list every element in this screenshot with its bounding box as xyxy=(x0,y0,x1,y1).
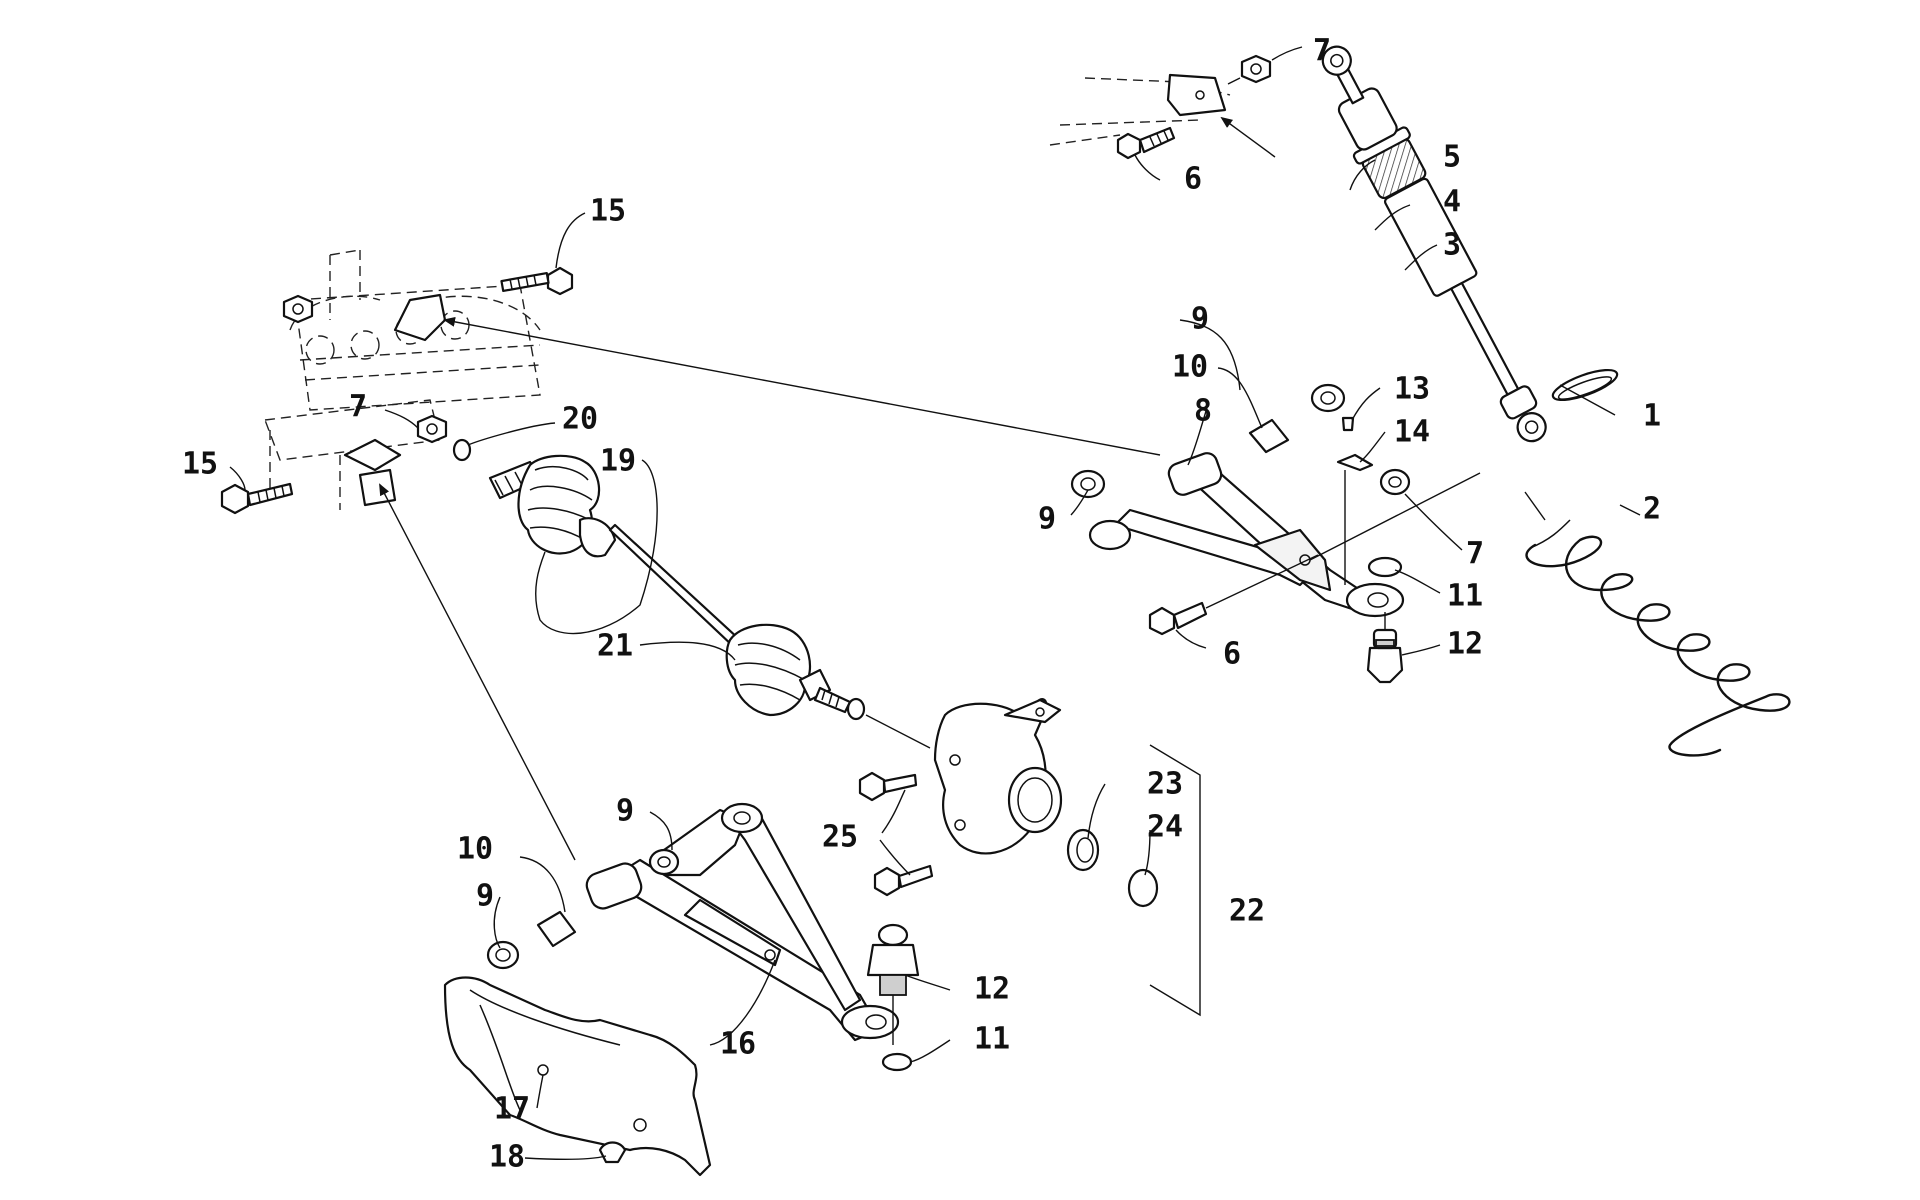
lower-ball-joint xyxy=(866,923,920,1045)
callout-18: 18 xyxy=(489,1140,525,1175)
lower-snap-ring xyxy=(881,1052,913,1072)
leader-lines xyxy=(229,46,1641,1161)
upper-arm-bushings xyxy=(1070,383,1411,499)
frame-mount-left xyxy=(264,249,541,510)
callout-19: 19 xyxy=(600,444,636,479)
callout-22: 22 xyxy=(1229,894,1265,929)
callout-11-lower: 11 xyxy=(974,1022,1010,1057)
callout-7-middle: 7 xyxy=(1466,537,1484,572)
spring-retainer-clip xyxy=(1551,368,1619,402)
callout-7-top: 7 xyxy=(1313,34,1331,69)
upper-snap-ring xyxy=(1367,556,1403,578)
callout-7-left: 7 xyxy=(349,390,367,425)
lower-a-arm xyxy=(585,802,900,1042)
callout-23: 23 xyxy=(1147,767,1183,802)
cv-drive-axle xyxy=(452,438,931,749)
callout-12-upper: 12 xyxy=(1447,627,1483,662)
callout-9-lower-right: 9 xyxy=(616,794,634,829)
assembly-bracket xyxy=(1149,744,1201,1017)
knuckle-bolts xyxy=(858,771,934,897)
callout-10-lower: 10 xyxy=(457,832,493,867)
callout-4: 4 xyxy=(1443,185,1461,220)
callout-24: 24 xyxy=(1147,810,1183,845)
bearing-snap-ring xyxy=(1127,868,1159,908)
callout-21: 21 xyxy=(597,629,633,664)
upper-a-arm xyxy=(1088,452,1405,618)
callout-9-upper-right: 9 xyxy=(1191,302,1209,337)
frame-bolt-lower xyxy=(220,482,294,515)
callout-13: 13 xyxy=(1394,372,1430,407)
shock-mount-bolt xyxy=(1116,126,1176,160)
shock-mount-nut xyxy=(1227,54,1272,85)
frame-mount-right xyxy=(1049,73,1231,146)
frame-nut-lower xyxy=(416,414,448,444)
callout-6-middle: 6 xyxy=(1223,637,1241,672)
frame-nut-upper xyxy=(282,294,314,324)
callout-2: 2 xyxy=(1643,492,1661,527)
callout-8: 8 xyxy=(1194,394,1212,429)
callout-11-upper: 11 xyxy=(1447,579,1483,614)
steering-knuckle xyxy=(933,698,1063,855)
coil-spring xyxy=(1524,491,1791,757)
callout-3: 3 xyxy=(1443,228,1461,263)
frame-bolt-upper xyxy=(500,266,574,296)
lower-arm-bushings xyxy=(486,848,680,970)
wheel-bearing xyxy=(1066,828,1100,872)
callout-17: 17 xyxy=(494,1092,530,1127)
upper-arm-bolt xyxy=(1148,554,1319,636)
callout-14: 14 xyxy=(1394,415,1430,450)
callout-10-upper: 10 xyxy=(1172,350,1208,385)
cotter-pin-and-clip xyxy=(1336,416,1374,585)
callout-25: 25 xyxy=(822,820,858,855)
callout-15-top: 15 xyxy=(590,194,626,229)
shock-absorber xyxy=(1220,45,1547,443)
callout-9-upper-left: 9 xyxy=(1038,502,1056,537)
callout-15-left: 15 xyxy=(182,447,218,482)
callout-6-top: 6 xyxy=(1184,162,1202,197)
callout-16: 16 xyxy=(720,1027,756,1062)
callout-5: 5 xyxy=(1443,140,1461,175)
upper-ball-joint xyxy=(1366,612,1404,684)
skid-plate xyxy=(443,976,712,1177)
callout-1: 1 xyxy=(1643,399,1661,434)
callout-20: 20 xyxy=(562,402,598,437)
callout-12-lower: 12 xyxy=(974,972,1010,1007)
callout-9-lower-left: 9 xyxy=(476,879,494,914)
callout-labels: 1 2 3 4 5 6 6 7 7 7 8 9 9 9 9 10 10 11 1… xyxy=(182,34,1661,1175)
